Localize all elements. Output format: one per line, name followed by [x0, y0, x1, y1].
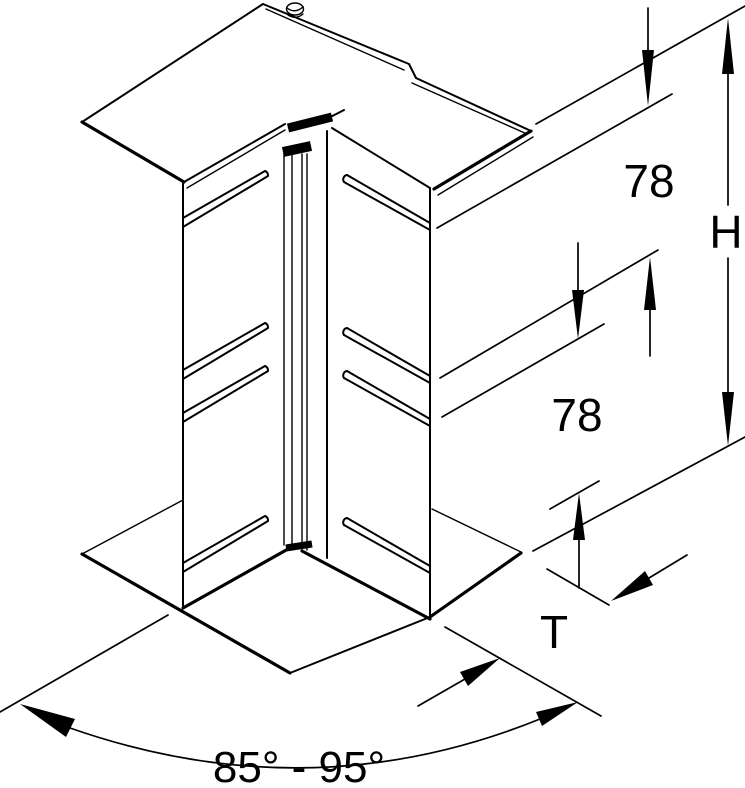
- bead-bottom-cap: [285, 540, 313, 552]
- right-wall-rib-2: [342, 327, 431, 384]
- flange-front-right-edge: [289, 616, 431, 674]
- arrow-down-icon: [642, 50, 654, 106]
- lid-fold-notch: [408, 63, 417, 79]
- arrow-down-left-icon: [611, 571, 653, 601]
- lid-front-right-thickness: [437, 136, 534, 196]
- right-wall-rib-3: [342, 370, 431, 427]
- lid-inner-corner-curve: [312, 109, 345, 126]
- right-wall: [300, 127, 432, 621]
- dim-t-label: T: [540, 606, 568, 658]
- dim-78-top-label: 78: [623, 155, 674, 207]
- arrow-up-right-icon: [536, 702, 578, 726]
- left-wall-rib-2: [182, 322, 270, 380]
- extension-line-top-rib: [436, 93, 673, 229]
- arrow-up-left-icon: [20, 704, 75, 737]
- top-lid: [80, 2, 534, 196]
- dim-angle-label: 85° - 95°: [213, 743, 385, 788]
- left-wall-rib-1: [182, 170, 270, 228]
- angle-leg-right: [444, 626, 602, 717]
- arrow-down-icon: [722, 392, 734, 446]
- bead-top-cap: [281, 141, 313, 157]
- t-extension-bottom: [546, 568, 610, 606]
- right-wall-top-edge: [331, 127, 431, 189]
- extension-line-mid-rib-upper: [439, 249, 659, 379]
- flange-right-edge: [428, 551, 523, 619]
- lid-top-right-edge-outer: [262, 3, 410, 65]
- left-wall-top-edge: [186, 129, 286, 189]
- extension-line-base: [532, 436, 745, 552]
- lid-front-right-edge: [432, 129, 533, 191]
- arrow-down-icon: [572, 290, 584, 339]
- arrow-up-right-icon: [460, 658, 500, 686]
- lid-right-edge-outer: [415, 77, 532, 132]
- left-wall-rib-4: [182, 515, 270, 573]
- right-wall-rib-1: [342, 174, 431, 231]
- angle-leg-left: [0, 614, 169, 713]
- arrow-up-icon: [644, 257, 656, 310]
- dimension-depth-t: T: [532, 436, 745, 658]
- angle-arc: [69, 718, 541, 769]
- arrow-up-icon: [573, 493, 585, 540]
- corner-bead: [281, 141, 313, 552]
- right-wall-rib-4: [342, 517, 431, 574]
- arrow-up-icon: [722, 18, 734, 74]
- lid-top-right-edge-inner: [265, 8, 405, 71]
- right-wall-bottom-edge: [300, 549, 432, 621]
- lid-left-edge: [81, 3, 264, 123]
- dimension-78-middle: 78: [439, 242, 659, 441]
- dim-h-label: H: [709, 206, 742, 258]
- left-wall-bottom-edge: [181, 547, 290, 610]
- flange-corner-top-edge: [431, 508, 522, 553]
- extension-line-lid-corner: [535, 5, 745, 125]
- arrow-shaft: [417, 678, 466, 707]
- dimension-height-h: H: [709, 18, 743, 446]
- left-wall-rib-3: [182, 365, 270, 423]
- dim-78-mid-label: 78: [551, 389, 602, 441]
- base-flange: [80, 499, 523, 675]
- lid-front-left-edge: [80, 120, 186, 184]
- left-wall: [181, 170, 290, 610]
- lid-overhang-edge: [183, 123, 286, 183]
- extension-line-mid-rib-lower: [441, 323, 605, 418]
- arrow-shaft: [648, 554, 688, 579]
- flange-top-left-edge: [81, 499, 184, 555]
- dimension-angle: 85° - 95°: [0, 614, 602, 788]
- lid-right-edge-inner: [411, 82, 528, 135]
- dimension-78-top: 78: [436, 5, 745, 357]
- flange-outer-left-edge: [80, 552, 292, 675]
- screw-icon: [285, 2, 305, 18]
- t-extension-top: [549, 480, 600, 510]
